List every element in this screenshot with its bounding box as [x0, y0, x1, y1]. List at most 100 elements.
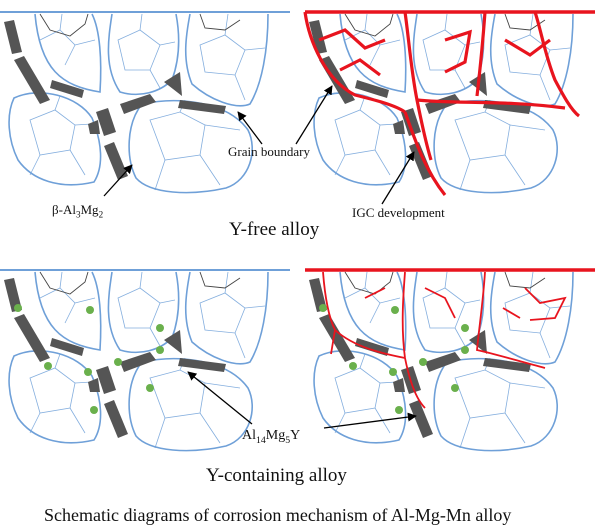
grain-subboundary — [379, 297, 401, 304]
surface-grain-edge — [504, 271, 546, 289]
grain-subboundary — [344, 29, 381, 66]
grain-boundary-label: Grain boundary — [228, 144, 310, 159]
grain-outline — [184, 271, 269, 365]
grain-outline — [107, 13, 180, 96]
grain-outline — [8, 350, 102, 444]
grain-subboundary — [69, 149, 86, 176]
precipitate — [50, 338, 84, 356]
grain-subboundary — [244, 47, 266, 51]
corrosion-path — [303, 11, 406, 114]
al14mg5y-particle — [419, 358, 427, 366]
precipitate — [309, 278, 327, 312]
grain-subboundary — [139, 271, 143, 289]
precipitate — [309, 20, 327, 54]
precipitate — [425, 94, 461, 114]
precipitate — [96, 108, 116, 136]
grain-subboundary — [199, 34, 246, 76]
precipitate — [104, 142, 128, 180]
grain-subboundary — [154, 417, 166, 449]
grain-subboundary — [539, 332, 551, 359]
grain-subboundary — [334, 412, 346, 434]
grain-outline — [107, 271, 180, 354]
surface-grain-edge — [199, 13, 241, 31]
grain-subboundary — [74, 39, 96, 46]
grain-subboundary — [149, 327, 161, 347]
beta-phase-label: β-Al3Mg2 — [52, 202, 104, 220]
al14mg5y-particle — [451, 384, 459, 392]
grain-subboundary — [234, 332, 246, 359]
precipitate — [409, 142, 433, 180]
precipitate — [178, 358, 226, 372]
grain-subboundary — [422, 287, 466, 329]
corrosion-path — [444, 29, 473, 74]
grain-subboundary — [29, 109, 76, 156]
al14mg5y-particle — [14, 304, 22, 312]
grain-outline — [34, 13, 102, 93]
corrosion-path — [424, 287, 456, 319]
grain-subboundary — [454, 369, 511, 419]
y-containing-alloy-title: Y-containing alloy — [206, 465, 347, 486]
grain-subboundary — [199, 412, 221, 444]
grain-subboundary — [224, 13, 229, 36]
grain-subboundary — [459, 417, 471, 449]
corrosion-path — [403, 111, 447, 196]
precipitate — [483, 358, 531, 372]
grain-subboundary — [117, 287, 161, 329]
grain-subboundary — [69, 407, 86, 434]
surface-grain-edge — [199, 271, 241, 289]
grain-subboundary — [454, 111, 511, 161]
grain-subboundary — [334, 367, 381, 414]
pointer-arrow — [103, 164, 133, 197]
grain-subboundary — [509, 124, 546, 131]
grain-subboundary — [29, 154, 41, 176]
precipitate — [393, 120, 405, 134]
igc-development-label: IGC development — [352, 205, 445, 220]
panel-yfree-initial — [0, 11, 290, 194]
corrosion-path — [502, 307, 521, 319]
panel-yfree-corroded — [303, 10, 595, 196]
corrosion-path — [524, 287, 567, 321]
grain-outline — [184, 13, 269, 107]
grain-subboundary — [374, 149, 391, 176]
precipitate — [319, 314, 355, 362]
corrosion-path — [364, 287, 386, 299]
grain-subboundary — [54, 353, 61, 369]
grain-subboundary — [139, 13, 143, 31]
corrosion-path — [401, 271, 426, 409]
al14mg5y-particle — [461, 346, 469, 354]
corrosion-path — [339, 58, 381, 77]
grain-subboundary — [54, 95, 61, 111]
al14mg5y-particle — [349, 362, 357, 370]
grain-subboundary — [204, 382, 241, 389]
surface-grain-edge — [344, 13, 394, 37]
grain-subboundary — [234, 74, 246, 101]
pointer-arrow — [381, 151, 415, 205]
grain-subboundary — [379, 39, 401, 46]
corrosion-path — [533, 11, 581, 118]
precipitate — [50, 80, 84, 98]
precipitate — [4, 20, 22, 54]
grain-subboundary — [504, 292, 551, 334]
grain-subboundary — [454, 327, 466, 347]
grain-subboundary — [364, 13, 368, 31]
precipitate — [425, 352, 461, 372]
al14mg5y-particle — [395, 406, 403, 414]
precipitate — [164, 72, 182, 96]
precipitate — [393, 378, 405, 392]
corrosion-path — [403, 11, 433, 161]
surface-grain-edge — [39, 271, 89, 295]
pointer-arrow — [237, 111, 263, 145]
precipitate — [14, 56, 50, 104]
grain-outline — [313, 350, 407, 444]
grain-outline — [34, 271, 102, 351]
al14mg5y-particle — [44, 362, 52, 370]
grain-subboundary — [59, 13, 63, 31]
corrosion-path — [416, 98, 566, 110]
panel-ycontaining-initial — [0, 269, 290, 452]
grain-outline — [433, 99, 558, 194]
grain-subboundary — [244, 305, 266, 309]
precipitate — [409, 400, 433, 438]
corrosion-path — [475, 11, 487, 97]
